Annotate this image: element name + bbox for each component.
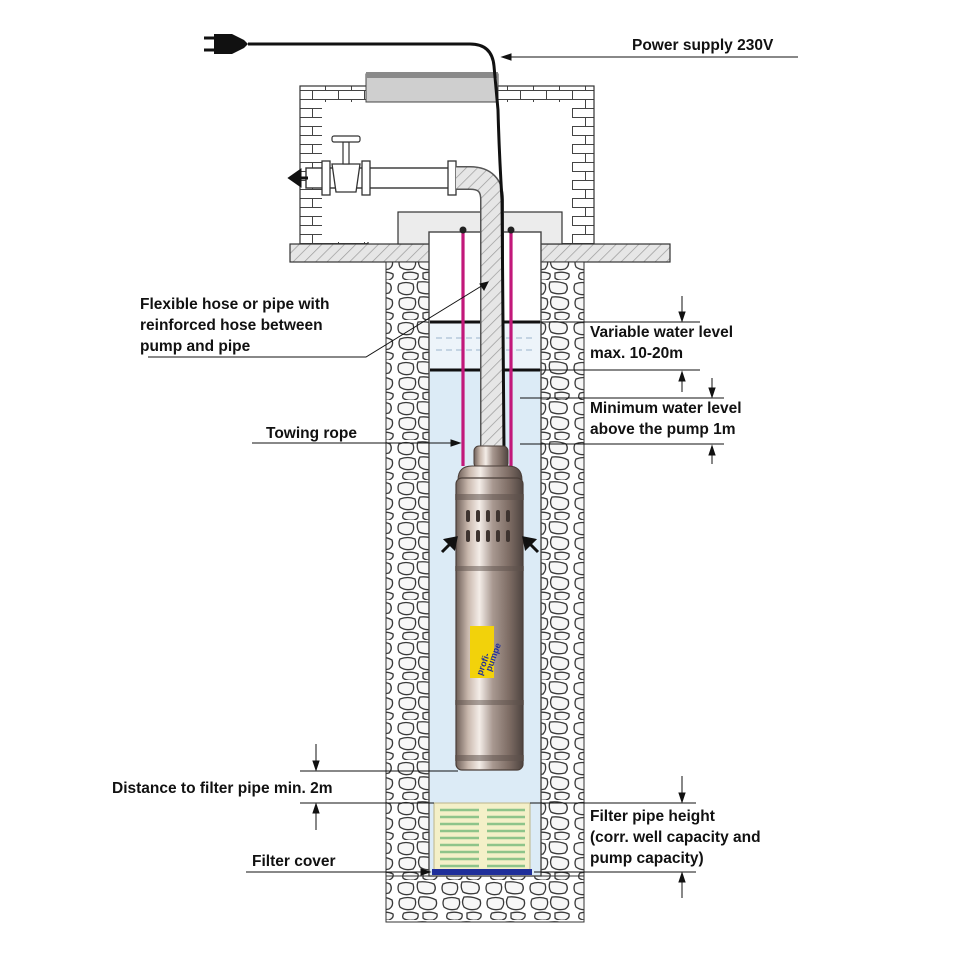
rope-anchor-left [459,226,467,234]
gravel-right [539,261,585,923]
hose-label-line: pump and pipe [140,338,251,355]
pump-cap [457,465,523,481]
power-cable [204,34,506,451]
building-roof-slab [365,73,499,103]
hose-label-line: Flexible hose or pipe with [140,296,330,313]
minimum-level-line: above the pump 1m [590,421,736,438]
filter-slots [440,808,525,868]
gravel-bottom [385,875,585,923]
hose-label: Flexible hose or pipe with reinforced ho… [140,294,329,357]
gravel-left [385,261,431,923]
intake-arrow-left-icon [440,536,458,554]
distance-filter-text: Distance to filter pipe min. 2m [112,780,333,797]
pump-logo-badge [470,626,494,678]
valve-handwheel-icon [331,135,361,143]
filter-pipe [432,802,532,875]
variable-water-level-label: Variable water level max. 10-20m [590,322,733,364]
pump-ring [455,494,524,500]
minimum-level-line: Minimum water level [590,400,742,417]
towing-ropes [461,232,513,466]
outlet-pipe-assembly [287,135,467,196]
plug-icon [214,34,248,54]
pump-ring [455,700,524,705]
distance-to-filter-label: Distance to filter pipe min. 2m [112,778,333,799]
pump-outlet-head [473,445,509,469]
hose-leader [148,281,489,358]
filter-pipe-height-label: Filter pipe height (corr. well capacity … [590,806,761,869]
intake-arrow-right-icon [522,536,540,554]
filter-height-line: Filter pipe height [590,808,715,825]
variable-level-line: Variable water level [590,324,734,341]
filter-cover-text: Filter cover [252,853,336,870]
filter-height-line: (corr. well capacity and [590,829,761,846]
cable [248,42,506,451]
power-supply-label: Power supply 230V [632,35,773,56]
pump-ring [455,755,524,761]
roof-edge [366,72,498,78]
pump-intake-slots [466,510,510,542]
filter-cover [432,869,532,875]
pump-body [455,477,524,771]
pipe-flange [321,160,331,196]
variable-level-line: max. 10-20m [590,345,684,362]
towing-rope-text: Towing rope [266,425,357,442]
submersible-pump: profi- pumpe [440,445,540,771]
power-supply-text: Power supply 230V [632,37,774,54]
leader-lines [148,53,798,898]
rope-anchor-right [507,226,515,234]
filter-cover-label: Filter cover [252,851,336,872]
towing-rope-label: Towing rope [266,423,357,444]
filter-height-line: pump capacity) [590,850,704,867]
valve-stem [342,141,350,165]
flow-arrow-icon [287,168,308,188]
pump-ring [455,566,524,571]
pipe-flange [447,160,457,196]
minimum-water-level-label: Minimum water level above the pump 1m [590,398,742,440]
pipe-flange [361,160,371,196]
flexible-hose-fill [456,167,503,450]
valve-body [331,163,361,193]
hose-label-line: reinforced hose between [140,317,323,334]
